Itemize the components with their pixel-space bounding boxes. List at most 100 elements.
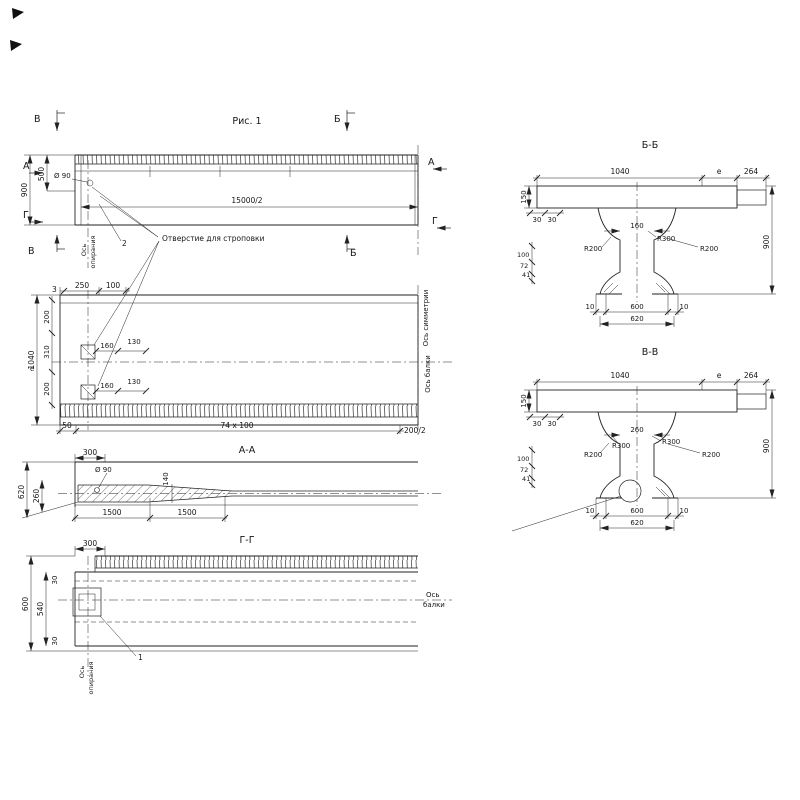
gg-dim-540: 540 [36, 602, 45, 617]
vv-dim-100: 100 [517, 455, 529, 463]
top-flange-hatch-band [75, 155, 418, 164]
section-marker-g-right: Г [432, 216, 438, 227]
vv-r300-right: R300 [662, 438, 680, 446]
gg-hatch-band [95, 556, 418, 568]
section-marker-a-left: А [23, 161, 30, 172]
dim-100: 100 [106, 281, 121, 290]
vv-dim-e: е [717, 371, 722, 380]
vv-dim-620: 620 [630, 519, 643, 527]
gg-bearing-axis-w1: Ось [78, 666, 86, 679]
aa-dim-300: 300 [83, 448, 98, 457]
bb-dim-e: е [717, 167, 722, 176]
aa-dim-d90: Ø 90 [95, 466, 112, 474]
section-marker-v-bottom: В [28, 246, 35, 257]
symmetry-axis-label: Ось симметрии [422, 290, 430, 347]
vv-r300-left: R300 [612, 442, 630, 450]
callout-3: 3 [52, 285, 57, 294]
bb-dim-10a: 10 [586, 303, 595, 311]
bb-dim-41: 41 [522, 271, 530, 279]
dim-50: 50 [62, 421, 72, 430]
gg-dim-300: 300 [83, 539, 98, 548]
vv-dim-30a: 30 [533, 420, 542, 428]
elevation-view: 900 500 Ø 90 15000/2 А А Г Г Ось опирани… [20, 145, 451, 387]
plan-hatch-band [60, 404, 418, 417]
bb-dim-150: 150 [520, 190, 528, 203]
bb-dim-10b: 10 [680, 303, 689, 311]
plan-view: 160 130 160 130 250 100 3 1040 200 310 2… [27, 281, 452, 435]
registration-marks [10, 8, 24, 51]
bb-dim-72: 72 [520, 262, 528, 270]
dim-74x100: 74 х 100 [220, 421, 253, 430]
section-marker-g-left: Г [23, 210, 29, 221]
vv-dim-600: 600 [630, 507, 643, 515]
section-marker-v-top: В [34, 114, 41, 125]
dim-length: 15000/2 [231, 196, 262, 205]
aa-dim-140: 140 [162, 472, 170, 485]
sling-hole-note: Отверстие для строповки [162, 234, 265, 243]
section-gg-title: Г-Г [239, 535, 254, 546]
dim-160-upper: 160 [100, 342, 113, 350]
bb-r300: R300 [657, 235, 675, 243]
callout-2: 2 [122, 239, 127, 248]
vv-dim-41: 41 [522, 475, 530, 483]
vv-end-block [736, 393, 767, 410]
section-bb: Б-Б 1040 е 264 150 30 30 160 R300 R200 [517, 140, 776, 327]
section-bb-title: Б-Б [642, 140, 658, 151]
dim-900: 900 [20, 183, 29, 198]
beam-axis-label-plan: Ось балки [424, 355, 432, 393]
aa-dim-620: 620 [17, 485, 26, 500]
bb-dim-620: 620 [630, 315, 643, 323]
bb-dim-30b: 30 [548, 216, 557, 224]
figure-title: Рис. 1 [232, 116, 261, 127]
vv-hole-leader [511, 495, 622, 532]
aa-hole-circle [94, 487, 100, 493]
dim-250: 250 [75, 281, 90, 290]
vv-dim-900: 900 [762, 439, 771, 454]
sling-hole-circle [86, 179, 94, 187]
dim-160-lower: 160 [100, 382, 113, 390]
section-marker-b-top: Б [334, 114, 341, 125]
gg-dim-30a: 30 [51, 576, 59, 585]
dim-500: 500 [37, 167, 46, 182]
section-vv: В-В 1040 е 264 150 30 30 260 R300 R300 [511, 347, 776, 532]
bb-dim-100: 100 [517, 251, 529, 259]
gg-bearing-axis-w2: опирания [87, 661, 95, 694]
aa-dim-1500a: 1500 [102, 508, 121, 517]
bb-dim-web: 160 [630, 222, 643, 230]
vv-strop-hole-circle [618, 479, 642, 503]
bb-dim-600: 600 [630, 303, 643, 311]
dim-200a: 200 [43, 310, 51, 323]
strop-hole-upper [80, 344, 96, 360]
aa-dim-1500b: 1500 [177, 508, 196, 517]
dim-1040: 1040 [27, 350, 36, 369]
bb-r200-left: R200 [584, 245, 602, 253]
gg-bearing-plate-inner [78, 593, 96, 611]
vv-dim-1040: 1040 [610, 371, 629, 380]
bb-dim-30a: 30 [533, 216, 542, 224]
dim-200b: 200 [43, 382, 51, 395]
bb-dim-1040: 1040 [610, 167, 629, 176]
section-marker-a-right: А [428, 157, 435, 168]
dim-d90: Ø 90 [54, 172, 71, 180]
vv-r200-left: R200 [584, 451, 602, 459]
vv-dim-30b: 30 [548, 420, 557, 428]
dim-310: 310 [43, 345, 51, 358]
section-aa-title: А-А [239, 445, 256, 456]
vv-dim-264: 264 [744, 371, 759, 380]
bearing-axis-word2: опирания [89, 235, 97, 268]
gg-dim-600: 600 [21, 597, 30, 612]
vv-dim-10a: 10 [586, 507, 595, 515]
vv-dim-10b: 10 [680, 507, 689, 515]
section-marker-b-bottom: Б [350, 248, 357, 259]
header-markers: В Рис. 1 Б [34, 110, 355, 131]
dim-130-upper: 130 [127, 338, 140, 346]
bearing-axis-word1: Ось [80, 244, 88, 257]
dim-130-lower: 130 [127, 378, 140, 386]
bb-r200-right: R200 [700, 245, 718, 253]
gg-bearing-plate [72, 587, 102, 617]
vv-r200-right: R200 [702, 451, 720, 459]
section-vv-title: В-В [642, 347, 658, 358]
vv-dim-web: 260 [630, 426, 643, 434]
